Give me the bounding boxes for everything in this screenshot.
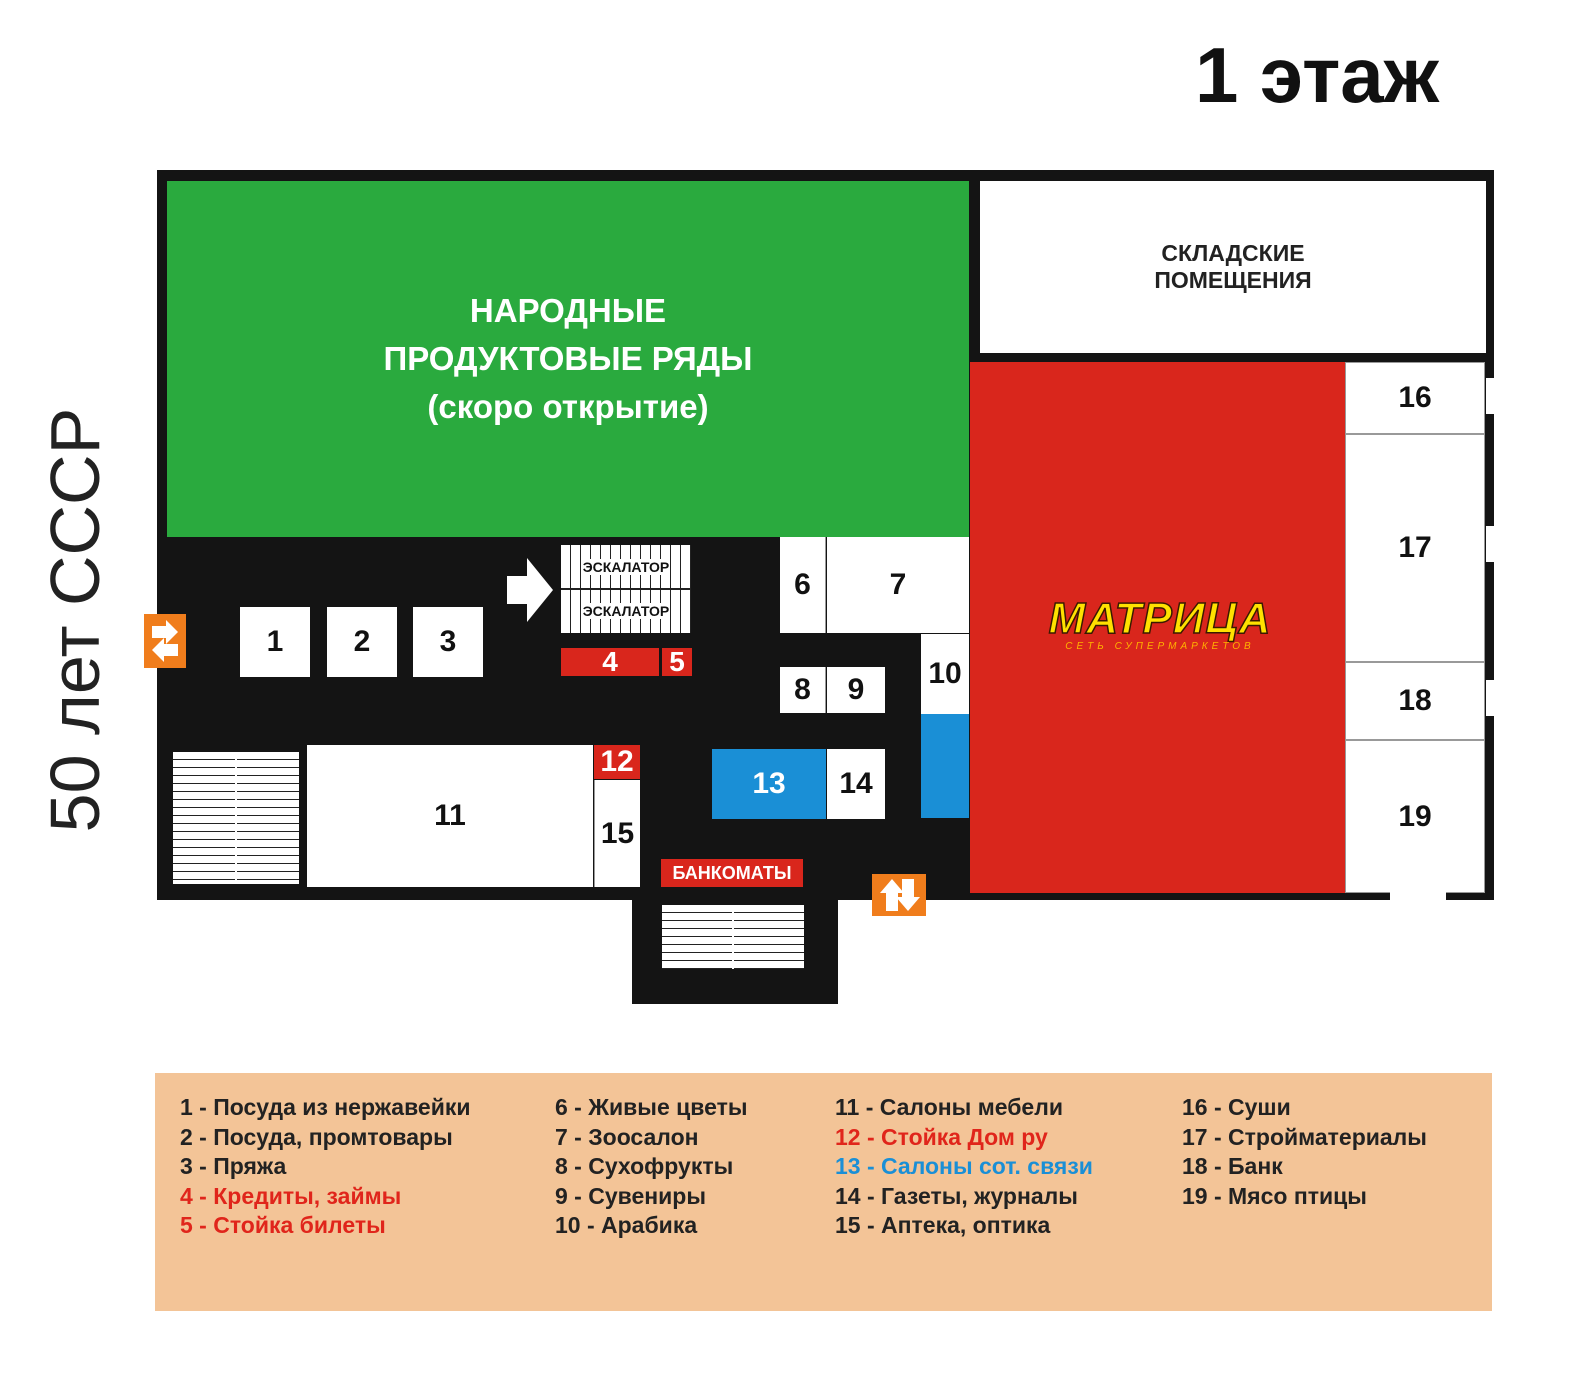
shop-7-number: 7 bbox=[889, 568, 907, 601]
shop-17[interactable]: 17 bbox=[1345, 434, 1485, 662]
atm-label-text: БАНКОМАТЫ bbox=[672, 862, 792, 883]
door-gap bbox=[1486, 378, 1494, 414]
legend-column-2: 6 - Живые цветы 7 - Зоосалон 8 - Сухофру… bbox=[555, 1093, 748, 1241]
shop-13-number: 13 bbox=[752, 767, 786, 800]
legend-column-1: 1 - Посуда из нержавейки 2 - Посуда, про… bbox=[180, 1093, 471, 1241]
street-label-text: 50 лет СССР bbox=[36, 407, 114, 833]
entrance-bottom-icon bbox=[872, 874, 926, 916]
shop-13[interactable]: 13 bbox=[712, 749, 826, 819]
stairs-bottom bbox=[662, 905, 804, 969]
zone-produce-rows[interactable]: НАРОДНЫЕ ПРОДУКТОВЫЕ РЯДЫ (скоро открыти… bbox=[167, 181, 969, 537]
shop-9[interactable]: 9 bbox=[827, 667, 885, 713]
supermarket-logo-name: МАТРИЦА bbox=[1048, 594, 1272, 643]
shop-6-number: 6 bbox=[794, 568, 811, 601]
shop-19-number: 19 bbox=[1398, 799, 1432, 833]
legend-item: 16 - Суши bbox=[1182, 1094, 1291, 1120]
shop-11-number: 11 bbox=[434, 799, 466, 832]
zone-produce-subtitle: (скоро открытие) bbox=[427, 388, 709, 425]
legend-item: 7 - Зоосалон bbox=[555, 1123, 699, 1150]
shop-11[interactable]: 11 bbox=[307, 745, 593, 887]
shop-17-number: 17 bbox=[1398, 531, 1432, 564]
door-gap bbox=[1486, 526, 1494, 562]
legend-item: 19 - Мясо птицы bbox=[1182, 1182, 1367, 1209]
legend-item: 2 - Посуда, промтовары bbox=[180, 1123, 453, 1150]
shop-1[interactable]: 1 bbox=[240, 607, 310, 677]
shop-19[interactable]: 19 bbox=[1345, 740, 1485, 893]
shop-16[interactable]: 16 bbox=[1345, 362, 1485, 434]
door-gap bbox=[1486, 680, 1494, 716]
zone-storage-title-1: СКЛАДСКИЕ bbox=[1161, 240, 1305, 266]
legend-item: 10 - Арабика bbox=[555, 1212, 698, 1238]
legend-item: 3 - Пряжа bbox=[180, 1153, 287, 1179]
shop-13-strip[interactable] bbox=[921, 714, 969, 818]
shop-2[interactable]: 2 bbox=[327, 607, 397, 677]
stand-4-number: 4 bbox=[602, 646, 618, 677]
door-gap bbox=[1390, 890, 1446, 900]
shop-10-number: 10 bbox=[928, 657, 962, 690]
legend-item: 14 - Газеты, журналы bbox=[835, 1182, 1078, 1209]
stand-12-number: 12 bbox=[600, 745, 634, 778]
legend-item: 18 - Банк bbox=[1182, 1153, 1283, 1179]
zone-produce-title-1: НАРОДНЫЕ bbox=[469, 292, 667, 329]
legend-item: 6 - Живые цветы bbox=[555, 1094, 748, 1120]
stand-5-number: 5 bbox=[669, 646, 685, 677]
shop-8[interactable]: 8 bbox=[780, 667, 826, 713]
legend-item: 11 - Салоны мебели bbox=[835, 1094, 1063, 1120]
legend-column-3: 11 - Салоны мебели 12 - Стойка Дом ру 13… bbox=[835, 1093, 1093, 1241]
legend-item: 8 - Сухофрукты bbox=[555, 1153, 734, 1179]
shop-18[interactable]: 18 bbox=[1345, 662, 1485, 740]
escalator-label-bottom-text: ЭСКАЛАТОР bbox=[582, 603, 670, 619]
legend-column-4: 16 - Суши 17 - Стройматериалы 18 - Банк … bbox=[1182, 1093, 1427, 1211]
shop-7[interactable]: 7 bbox=[827, 537, 969, 633]
stairs-left-flight bbox=[173, 752, 235, 884]
shop-2-number: 2 bbox=[353, 625, 371, 658]
entrance-left-icon bbox=[144, 614, 186, 668]
zone-storage[interactable]: СКЛАДСКИЕ ПОМЕЩЕНИЯ bbox=[980, 181, 1486, 353]
shop-8-number: 8 bbox=[794, 673, 811, 706]
legend-item: 15 - Аптека, оптика bbox=[835, 1212, 1051, 1238]
stairs-left bbox=[173, 752, 299, 884]
shop-14-number: 14 bbox=[839, 767, 873, 800]
direction-arrow-icon bbox=[505, 554, 555, 626]
atm-label[interactable]: БАНКОМАТЫ bbox=[661, 859, 803, 887]
stairs-left-flight bbox=[237, 752, 299, 884]
shop-10[interactable]: 10 bbox=[921, 634, 969, 714]
shop-6[interactable]: 6 bbox=[780, 537, 826, 633]
stairs-bottom-flight bbox=[734, 905, 804, 969]
shop-15[interactable]: 15 bbox=[594, 780, 640, 887]
escalator-label-top-text: ЭСКАЛАТОР bbox=[582, 559, 670, 575]
shop-15-number: 15 bbox=[600, 816, 635, 850]
escalator-divider bbox=[561, 588, 691, 590]
stand-5[interactable]: 5 bbox=[662, 646, 692, 677]
legend-item: 4 - Кредиты, займы bbox=[180, 1182, 402, 1209]
stand-12[interactable]: 12 bbox=[594, 745, 640, 779]
legend-item: 13 - Салоны сот. связи bbox=[835, 1153, 1093, 1179]
shop-16-number: 16 bbox=[1398, 381, 1432, 414]
shop-9-number: 9 bbox=[847, 673, 865, 706]
legend-item: 5 - Стойка билеты bbox=[180, 1212, 386, 1238]
legend-panel: 1 - Посуда из нержавейки 2 - Посуда, про… bbox=[155, 1073, 1492, 1311]
zone-supermarket[interactable] bbox=[970, 362, 1345, 893]
legend-item: 1 - Посуда из нержавейки bbox=[180, 1094, 471, 1120]
shop-1-number: 1 bbox=[266, 625, 284, 658]
shop-3[interactable]: 3 bbox=[413, 607, 483, 677]
zone-produce-title-2: ПРОДУКТОВЫЕ РЯДЫ bbox=[383, 340, 753, 377]
zone-storage-title-2: ПОМЕЩЕНИЯ bbox=[1154, 267, 1312, 293]
floor-title: 1 этаж bbox=[1195, 31, 1439, 119]
legend-item: 12 - Стойка Дом ру bbox=[835, 1123, 1048, 1150]
shop-14[interactable]: 14 bbox=[827, 749, 885, 819]
escalator-label-top: ЭСКАЛАТОР bbox=[561, 556, 691, 578]
supermarket-logo: МАТРИЦА СЕТЬ СУПЕРМАРКЕТОВ bbox=[1025, 590, 1295, 660]
street-label: 50 лет СССР bbox=[20, 400, 130, 840]
legend-item: 9 - Сувениры bbox=[555, 1182, 706, 1209]
legend-item: 17 - Стройматериалы bbox=[1182, 1123, 1427, 1150]
escalator-label-bottom: ЭСКАЛАТОР bbox=[561, 600, 691, 622]
stairs-bottom-flight bbox=[662, 905, 732, 969]
shop-18-number: 18 bbox=[1398, 684, 1432, 717]
supermarket-logo-subtitle: СЕТЬ СУПЕРМАРКЕТОВ bbox=[1065, 641, 1255, 652]
shop-3-number: 3 bbox=[439, 625, 457, 658]
stand-4[interactable]: 4 bbox=[561, 646, 659, 677]
